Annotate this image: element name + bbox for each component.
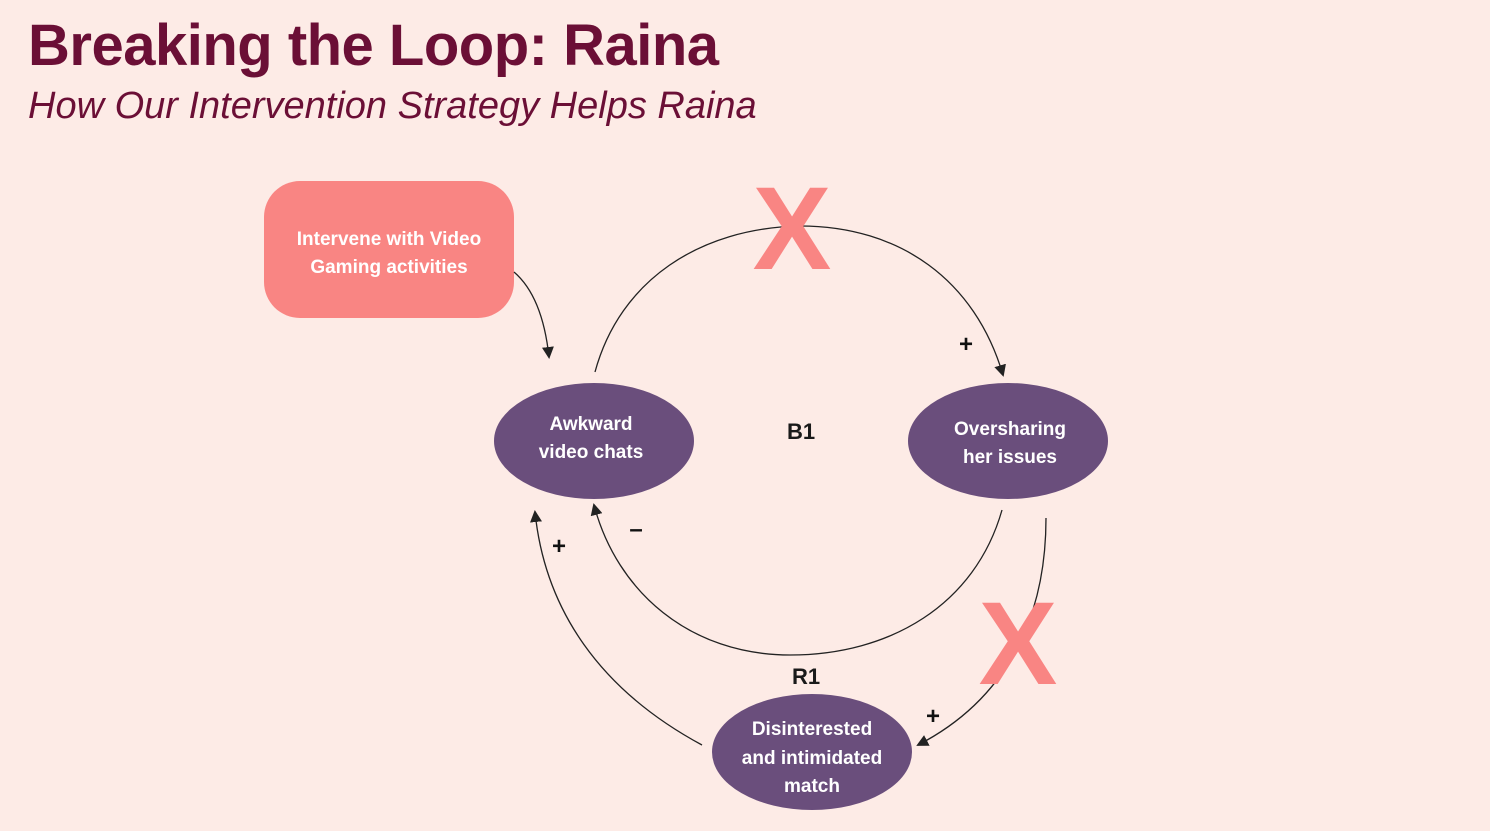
- node-awkward-line2: video chats: [539, 442, 644, 463]
- slide-title: Breaking the Loop: Raina: [28, 13, 719, 78]
- node-disinterested-line2: and intimidated: [742, 748, 882, 769]
- arrow-disinterested-to-awkward: [530, 510, 703, 746]
- node-awkward-line1: Awkward: [549, 414, 632, 435]
- node-oversharing-line2: her issues: [963, 447, 1057, 468]
- node-oversharing-line1: Oversharing: [954, 419, 1066, 440]
- break-mark-bottom-icon: X: [979, 578, 1058, 710]
- arrow-oversharing-to-disinterested: [916, 517, 1047, 746]
- node-oversharing-her-issues: Oversharing her issues: [908, 383, 1108, 499]
- loop-label-b1: B1: [787, 419, 815, 444]
- intervention-label-line2: Gaming activities: [310, 257, 467, 278]
- node-awkward-video-chats: Awkward video chats: [494, 383, 694, 499]
- node-disinterested-match: Disinterested and intimidated match: [712, 694, 912, 810]
- polarity-disinterested-to-awkward: +: [552, 533, 566, 560]
- polarity-oversharing-to-awkward: –: [629, 516, 642, 543]
- node-disinterested-line1: Disinterested: [752, 719, 872, 740]
- polarity-oversharing-to-disinterested: +: [926, 703, 940, 730]
- break-mark-top-icon: X: [753, 163, 832, 295]
- intervention-label-line1: Intervene with Video: [297, 229, 481, 250]
- arrow-oversharing-to-awkward: [590, 503, 1003, 656]
- arrow-awkward-to-oversharing: [594, 225, 1006, 377]
- loop-label-r1: R1: [792, 664, 820, 689]
- intervention-box: Intervene with Video Gaming activities: [264, 181, 514, 318]
- intervention-arrow: [513, 271, 554, 359]
- slide-subtitle: How Our Intervention Strategy Helps Rain…: [28, 85, 757, 127]
- node-disinterested-line3: match: [784, 776, 840, 797]
- polarity-awkward-to-oversharing: +: [959, 331, 973, 358]
